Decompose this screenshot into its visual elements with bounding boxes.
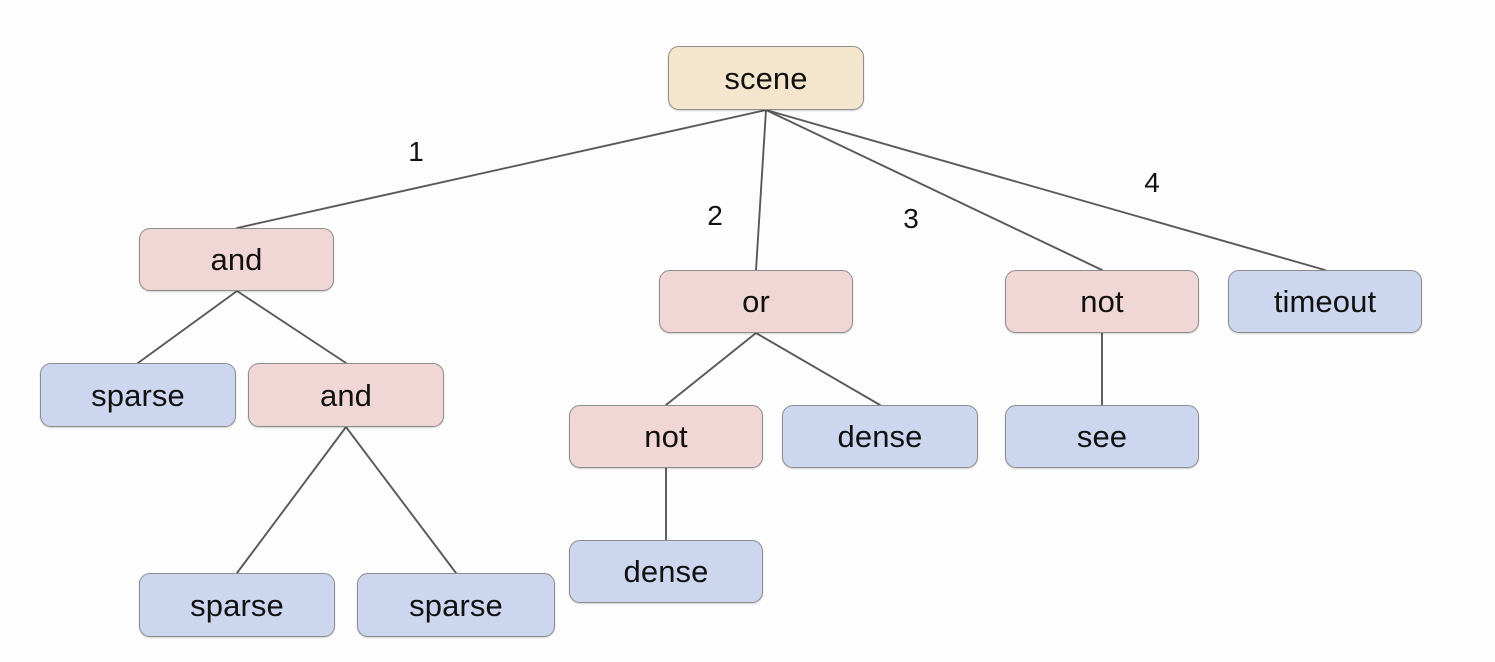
- tree-edge-and1-to-sparse1: [137, 290, 238, 364]
- tree-node-or1[interactable]: or: [659, 270, 853, 333]
- tree-edge-and1-to-and2: [236, 290, 347, 364]
- tree-node-label: see: [1076, 419, 1128, 454]
- edge-label-scene-to-not1: 3: [903, 203, 919, 234]
- tree-node-dense2[interactable]: dense: [569, 540, 763, 603]
- tree-edge-scene-to-or1: [755, 109, 767, 271]
- tree-node-timeout1[interactable]: timeout: [1228, 270, 1422, 333]
- tree-node-sparse1[interactable]: sparse: [40, 363, 236, 427]
- tree-node-label: or: [742, 284, 770, 319]
- tree-node-label: timeout: [1273, 284, 1377, 319]
- tree-node-and2[interactable]: and: [248, 363, 444, 427]
- tree-node-label: dense: [837, 419, 923, 454]
- tree-edge-and2-to-sparse3: [345, 426, 457, 574]
- edge-label-scene-to-or1: 2: [707, 200, 723, 231]
- edge-label-scene-to-timeout1: 4: [1144, 167, 1160, 198]
- tree-node-label: and: [210, 242, 263, 277]
- tree-edge-or1-to-not2: [665, 332, 757, 406]
- tree-node-and1[interactable]: and: [139, 228, 334, 291]
- tree-node-label: not: [1080, 284, 1124, 319]
- tree-node-label: sparse: [409, 587, 503, 623]
- tree-edge-and2-to-sparse2: [236, 426, 347, 574]
- tree-edge-scene-to-timeout1: [765, 109, 1326, 271]
- tree-node-see1[interactable]: see: [1005, 405, 1199, 468]
- edge-label-scene-to-and1: 1: [408, 136, 424, 167]
- tree-node-sparse3[interactable]: sparse: [357, 573, 555, 637]
- tree-edge-scene-to-and1: [236, 109, 767, 229]
- tree-node-label: scene: [724, 60, 808, 96]
- tree-node-label: not: [644, 419, 688, 454]
- tree-edge-scene-to-not1: [765, 109, 1103, 271]
- tree-node-not2[interactable]: not: [569, 405, 763, 468]
- tree-node-label: dense: [623, 554, 709, 589]
- tree-node-label: and: [319, 377, 373, 413]
- tree-node-label: sparse: [91, 377, 185, 413]
- tree-node-label: sparse: [190, 587, 284, 623]
- tree-edge-or1-to-dense1: [755, 332, 881, 406]
- tree-node-scene[interactable]: scene: [668, 46, 864, 110]
- tree-node-not1[interactable]: not: [1005, 270, 1199, 333]
- tree-node-dense1[interactable]: dense: [782, 405, 978, 468]
- tree-node-sparse2[interactable]: sparse: [139, 573, 335, 637]
